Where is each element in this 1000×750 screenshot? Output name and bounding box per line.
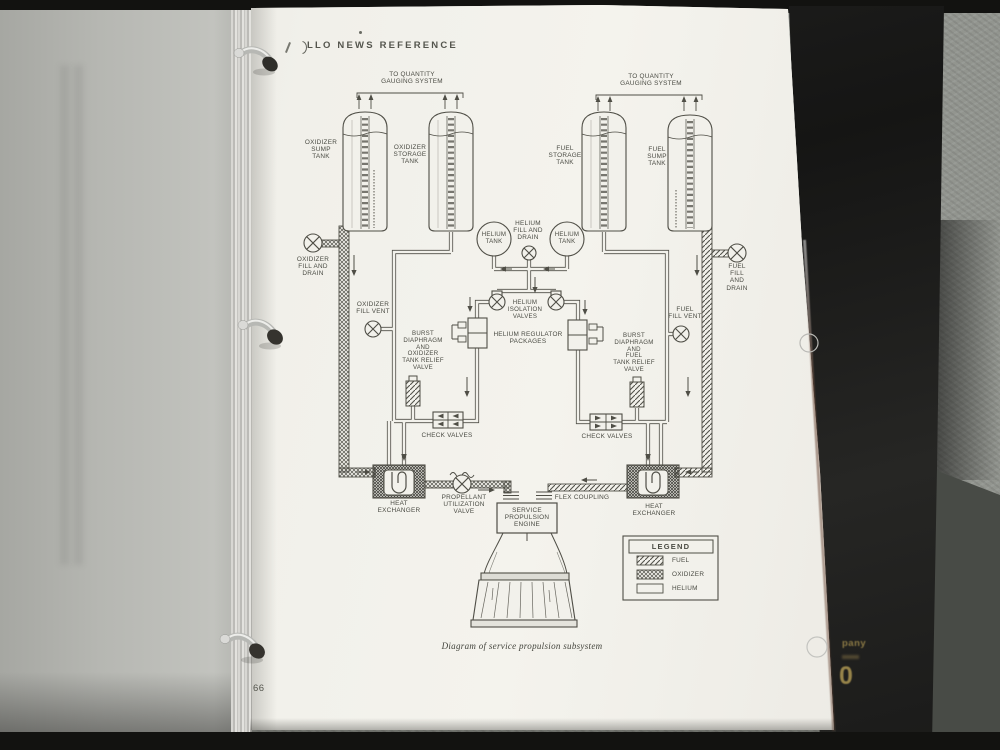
- legend-item-helium: HELIUM: [672, 585, 698, 592]
- flex-coupling-right: [536, 491, 552, 500]
- label-flex-coupling: FLEX COUPLING: [554, 494, 610, 501]
- legend-swatch-helium: [636, 583, 664, 594]
- fuel-sump-tank-shape: [667, 114, 713, 232]
- label-oxidizer-fill-drain: OXIDIZER FILL AND DRAIN: [296, 256, 330, 278]
- legend-item-oxidizer: OXIDIZER: [672, 571, 705, 578]
- label-check-valves-right: CHECK VALVES: [581, 433, 633, 440]
- nozzle-base-ring: [470, 619, 578, 628]
- engine-box: [496, 502, 558, 534]
- helium-isolation-valve-right: [547, 290, 565, 311]
- up-arrow-heads: [356, 94, 699, 102]
- legend-swatch-oxidizer: [636, 569, 664, 580]
- page-crease-shadow: [251, 8, 277, 730]
- text-bleedthrough: [74, 65, 83, 565]
- page-bottom-shadow: [250, 718, 836, 732]
- flex-coupling-left: [503, 491, 519, 500]
- label-fuel-fill-drain: FUEL FILL AND DRAIN: [726, 263, 748, 292]
- check-valve-arrows: [437, 413, 617, 429]
- label-service-propulsion-engine: SERVICE PROPULSION ENGINE: [504, 507, 550, 529]
- cover-gold-digit: 0: [839, 662, 853, 690]
- heat-exchangers: [372, 464, 680, 499]
- oxidizer-fill-drain-valve: [303, 233, 323, 253]
- label-helium-tank-right: HELIUM TANK: [554, 231, 580, 245]
- bottom-dark-strip: [0, 732, 1000, 750]
- helium-regulator-packages-shapes: [451, 317, 604, 351]
- label-to-quantity-gauging-left: TO QUANTITY GAUGING SYSTEM: [381, 71, 443, 86]
- helium-isolation-valve-left: [488, 290, 506, 311]
- helium-tank-spheres: [476, 221, 585, 257]
- label-helium-regulator-packages: HELIUM REGULATOR PACKAGES: [493, 331, 563, 346]
- label-heat-exchanger-left: HEAT EXCHANGER: [377, 500, 421, 515]
- propellant-utilization-valve-symbol: [449, 472, 475, 494]
- legend-swatch-fuel: [636, 555, 664, 566]
- nozzle-streaks: [480, 581, 573, 619]
- propellant-tanks: [342, 111, 713, 232]
- tank-relief-valves: [405, 375, 645, 408]
- binder-ring-middle: [237, 318, 283, 350]
- cover-gold-text: pany: [842, 638, 867, 649]
- oxidizer-storage-tank-shape: [428, 111, 474, 232]
- label-oxidizer-fill-vent: OXIDIZER FILL VENT: [356, 301, 390, 316]
- check-valve-assemblies: [432, 411, 623, 431]
- text-bleedthrough: [60, 65, 69, 565]
- label-burst-diaphragm-fuel: BURST DIAPHRAGM AND FUEL TANK RELIEF VAL…: [613, 332, 655, 374]
- gauging-brackets: [356, 92, 703, 111]
- fuel-fill-vent-valve: [672, 325, 690, 343]
- label-fuel-fill-vent: FUEL FILL VENT: [668, 306, 702, 321]
- label-oxidizer-storage-tank: OXIDIZER STORAGE TANK: [393, 144, 427, 166]
- label-burst-diaphragm-oxidizer: BURST DIAPHRAGM AND OXIDIZER TANK RELIEF…: [402, 330, 444, 372]
- facing-page: [0, 10, 251, 732]
- page-edge-stack: [231, 10, 252, 732]
- label-helium-tank-left: HELIUM TANK: [481, 231, 507, 245]
- valves: [303, 233, 747, 494]
- fuel-storage-tank-shape: [581, 111, 627, 232]
- page-shadow: [0, 672, 251, 732]
- flow-arrows: [351, 255, 700, 493]
- page-header: LLO NEWS REFERENCE: [307, 40, 458, 51]
- figure-caption: Diagram of service propulsion subsystem: [441, 641, 603, 651]
- helium-tank-left-shape: [476, 221, 512, 257]
- binder-ring-bottom: [219, 632, 265, 664]
- page-hole-marks: [799, 333, 828, 658]
- legend-item-fuel: FUEL: [672, 557, 690, 564]
- label-fuel-sump-tank: FUEL SUMP TANK: [647, 146, 667, 168]
- binder-ring-top: [233, 46, 278, 76]
- label-oxidizer-sump-tank: OXIDIZER SUMP TANK: [304, 139, 338, 161]
- oxidizer-fill-vent-valve: [364, 320, 382, 338]
- engine-assembly: [470, 491, 578, 628]
- label-check-valves-left: CHECK VALVES: [421, 432, 473, 439]
- legend-title: LEGEND: [651, 542, 691, 551]
- oxidizer-sump-tank-shape: [342, 111, 388, 232]
- label-helium-isolation-valves: HELIUM ISOLATION VALVES: [507, 299, 543, 320]
- label-helium-fill-drain: HELIUM FILL AND DRAIN: [513, 220, 543, 242]
- legend-box: [622, 535, 719, 601]
- page-number: 66: [253, 683, 265, 694]
- paper-speck: [359, 31, 362, 34]
- nozzle-bell: [483, 532, 568, 575]
- helium-tank-right-shape: [549, 221, 585, 257]
- label-propellant-utilization-valve: PROPELLANT UTILIZATION VALVE: [441, 494, 487, 516]
- label-to-quantity-gauging-right: TO QUANTITY GAUGING SYSTEM: [620, 73, 682, 88]
- helium-fill-drain-valve: [521, 245, 537, 261]
- label-heat-exchanger-right: HEAT EXCHANGER: [632, 503, 676, 518]
- fuel-fill-drain-valve: [727, 243, 747, 263]
- label-fuel-storage-tank: FUEL STORAGE TANK: [548, 145, 582, 167]
- cover-gold-smudge: [842, 655, 859, 659]
